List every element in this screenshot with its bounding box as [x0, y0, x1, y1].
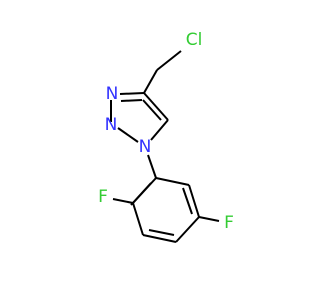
- bonds: [110, 50, 220, 243]
- bond-c4-n3: [119, 92, 145, 95]
- fluorine-meta-label: F: [224, 213, 234, 233]
- bond-c1-c2-double: [130, 182, 152, 206]
- nitrogen-n2-label: N: [105, 115, 118, 135]
- bond-c6-c1: [155, 177, 190, 186]
- bond-n1-aryl: [147, 154, 157, 179]
- bond-c4-n3-double: [120, 99, 143, 102]
- bond-c4-c5: [175, 216, 200, 243]
- atom-labels: Cl N N N F F: [98, 30, 234, 233]
- bond-n1-c5: [150, 119, 169, 141]
- bond-c5-f: [198, 216, 220, 222]
- bond-c2-c3: [132, 202, 144, 236]
- nitrogen-n1-label: N: [139, 137, 152, 157]
- chlorine-atom-label: Cl: [186, 30, 203, 50]
- bond-c5-c6: [188, 184, 200, 218]
- bond-c4-ch2: [143, 69, 158, 94]
- bond-c3-c4-double: [148, 229, 175, 236]
- bond-n2-n1: [117, 127, 139, 143]
- bond-c5-c6-double: [182, 187, 193, 215]
- bond-c5-c4-double: [142, 99, 162, 121]
- fluorine-ortho-label: F: [98, 187, 108, 207]
- molecule-structure: Cl N N N F F: [98, 30, 234, 243]
- bond-c3-c4: [142, 234, 177, 243]
- bond-ch2-cl: [156, 50, 182, 71]
- bond-c5-c4: [143, 92, 169, 121]
- nitrogen-n3-label: N: [106, 84, 119, 104]
- bond-c2-f: [112, 198, 134, 204]
